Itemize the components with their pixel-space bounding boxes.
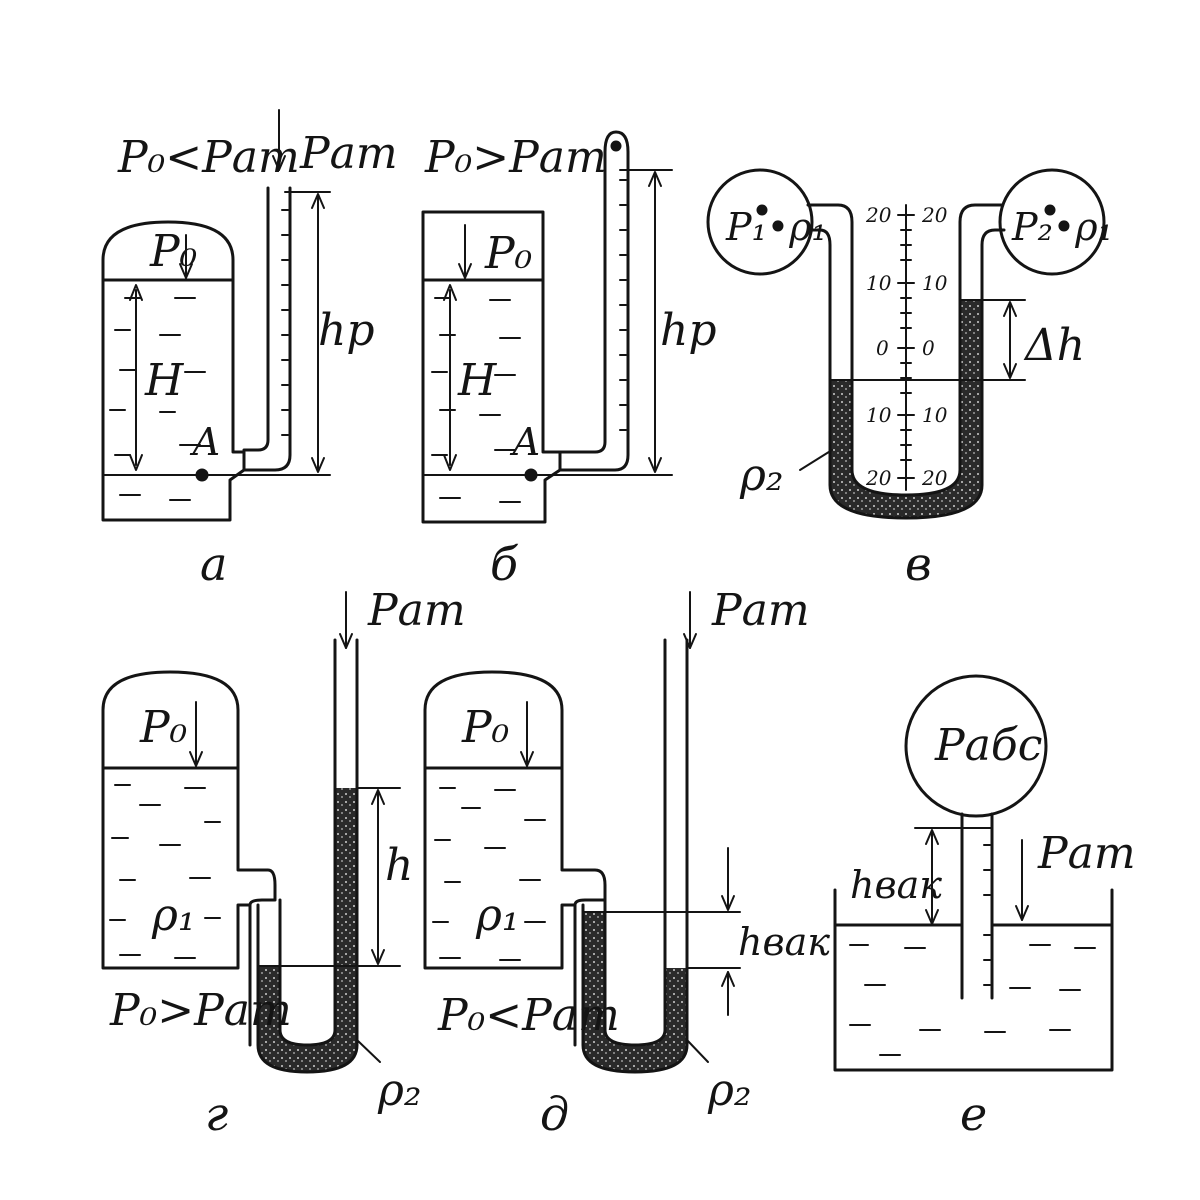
u-tube-g-mercury bbox=[258, 788, 357, 1072]
bulb-e bbox=[904, 674, 1048, 818]
H-label-a: Н bbox=[144, 355, 185, 406]
left-bulb bbox=[706, 168, 814, 276]
panel-b bbox=[421, 130, 673, 524]
tube-b-scale bbox=[619, 179, 627, 431]
point-A-b bbox=[524, 468, 538, 482]
rho2-leader-v bbox=[799, 449, 833, 471]
p0-label-a: Р₀ bbox=[149, 226, 198, 277]
hvak-label-d: hвак bbox=[738, 920, 830, 964]
scale-labels-right: 20 10 0 10 20 bbox=[921, 203, 948, 490]
u-tube-g bbox=[248, 638, 359, 1074]
rho2-leader-d bbox=[686, 1039, 709, 1063]
rho2-label-v: ρ₂ bbox=[739, 450, 784, 501]
condition-label-g: Р₀>Рат bbox=[109, 985, 292, 1036]
liquid-dashes-e bbox=[849, 944, 1096, 1056]
hp-label-a: hр bbox=[318, 305, 375, 356]
panel-e bbox=[833, 674, 1114, 1072]
scale-left-3: 10 bbox=[866, 403, 892, 427]
scale-right-3: 10 bbox=[922, 403, 948, 427]
left-bulb-label: Р₁•ρ₁ bbox=[725, 205, 827, 249]
p0-label-b: Р₀ bbox=[484, 228, 533, 279]
point-label-a: А bbox=[189, 420, 221, 464]
scale-right-2: 0 bbox=[922, 336, 935, 360]
liquid-dashes-g bbox=[109, 784, 221, 959]
caption-g: г bbox=[205, 1087, 228, 1141]
p0-label-d: Р₀ bbox=[461, 702, 510, 753]
caption-v: в bbox=[905, 537, 932, 591]
scale-left-0: 20 bbox=[865, 203, 892, 227]
point-A-a bbox=[195, 468, 209, 482]
liquid-dashes-b bbox=[431, 297, 521, 503]
left-connector bbox=[806, 203, 854, 382]
hvak-label-e: hвак bbox=[850, 863, 942, 907]
tube-e bbox=[960, 812, 994, 1000]
panel-a bbox=[101, 109, 331, 522]
tank-g bbox=[101, 670, 277, 970]
tube-b bbox=[558, 150, 630, 472]
liquid-dashes-d bbox=[432, 787, 546, 961]
scale-right-1: 10 bbox=[922, 271, 948, 295]
rho2-label-d: ρ₂ bbox=[707, 1065, 752, 1116]
panel-v bbox=[706, 168, 1106, 520]
panel-d bbox=[423, 591, 741, 1074]
scale-left-4: 20 bbox=[865, 466, 892, 490]
rho1-label-g: ρ₁ bbox=[151, 890, 196, 941]
tube-a-scale bbox=[281, 209, 289, 436]
caption-e: е bbox=[960, 1087, 987, 1141]
panel-g bbox=[101, 591, 401, 1074]
scale-left-2: 0 bbox=[876, 336, 889, 360]
right-bulb bbox=[998, 168, 1106, 276]
u-tube-d bbox=[573, 638, 689, 1074]
u-tube-v-mercury bbox=[830, 300, 982, 518]
vessel-e bbox=[833, 888, 1114, 1072]
rho2-label-g: ρ₂ bbox=[377, 1065, 422, 1116]
liquid-dashes-a bbox=[109, 297, 206, 501]
condition-label-b: Р₀>Рат bbox=[424, 132, 607, 183]
H-label-b: Н bbox=[457, 355, 498, 406]
bulb-label-e: Рабс bbox=[934, 720, 1042, 771]
tank-a bbox=[101, 220, 246, 522]
hp-label-b: hр bbox=[660, 305, 717, 356]
condition-label-a: Р₀<Рат bbox=[117, 132, 300, 183]
p0-label-g: Р₀ bbox=[139, 702, 188, 753]
rho1-label-d: ρ₁ bbox=[475, 890, 520, 941]
point-label-b: А bbox=[509, 420, 541, 464]
scale-labels-left: 20 10 0 10 20 bbox=[865, 203, 892, 490]
dh-label: Δh bbox=[1023, 320, 1085, 371]
atm-label-d: Рат bbox=[711, 585, 810, 636]
atm-label-a: Рат bbox=[299, 128, 398, 179]
caption-a: а bbox=[200, 537, 227, 591]
condition-label-d: Р₀<Рат bbox=[437, 990, 620, 1041]
scale-right-4: 20 bbox=[921, 466, 948, 490]
scale-right-0: 20 bbox=[921, 203, 948, 227]
tube-a bbox=[242, 186, 292, 472]
u-tube-v bbox=[828, 298, 984, 520]
atm-label-g: Рат bbox=[367, 585, 466, 636]
scale-left-1: 10 bbox=[866, 271, 892, 295]
scale-ticks bbox=[897, 214, 915, 479]
rho2-leader-g bbox=[356, 1039, 381, 1063]
h-label-g: h bbox=[385, 840, 413, 891]
atm-label-e: Рат bbox=[1037, 828, 1136, 879]
tank-d bbox=[423, 670, 607, 970]
caption-d: д bbox=[540, 1087, 569, 1141]
tube-e-scale bbox=[983, 844, 991, 986]
right-bulb-label: Р₂•ρ₁ bbox=[1011, 205, 1113, 249]
caption-b: б bbox=[490, 537, 519, 591]
tube-b-cap bbox=[603, 130, 630, 154]
right-connector bbox=[958, 203, 1006, 302]
